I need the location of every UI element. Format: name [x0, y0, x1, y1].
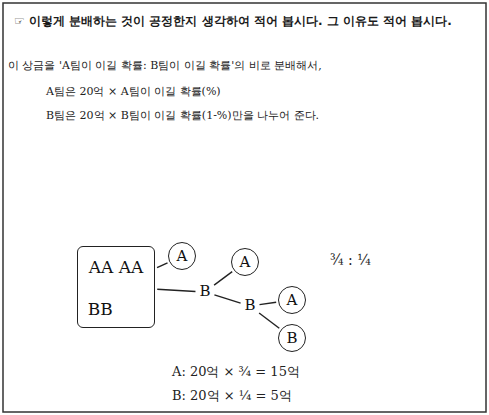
- handwritten-note: B팀은 20억 × B팀이 이길 확률(1-%)만을 나누어 준다.: [46, 108, 319, 123]
- tree-branch: [214, 272, 232, 286]
- node-text: A: [240, 253, 251, 271]
- group-box: AA AA BB: [77, 246, 156, 329]
- outcome-circle: A: [231, 248, 259, 276]
- handwritten-note: B: 20억 × ¼ = 5억: [172, 387, 292, 405]
- handwritten-note: ¾ : ¼: [330, 252, 371, 268]
- branch-point: B: [242, 296, 257, 316]
- outcome-circle: A: [278, 286, 306, 314]
- tree-branch: [214, 295, 240, 303]
- instruction-text: ☞ 이렇게 분배하는 것이 공정한지 생각하여 적어 봅시다. 그 이유도 적어…: [14, 12, 476, 31]
- tree-branch: [259, 313, 279, 328]
- node-text: A: [177, 247, 188, 265]
- outcome-circle: A: [168, 242, 196, 270]
- node-text: B: [242, 296, 257, 314]
- node-text: AA AA: [88, 257, 145, 277]
- tree-branch: [157, 263, 167, 268]
- handwritten-note: A팀은 20억 × A팀이 이길 확률(%): [46, 84, 221, 99]
- node-text: BB: [88, 299, 145, 319]
- handwritten-note: 이 상금을 'A팀이 이길 확률: B팀이 이길 확률'의 비로 분배해서,: [8, 58, 322, 73]
- tree-branch: [259, 302, 276, 304]
- outcome-circle: B: [278, 324, 306, 352]
- node-text: B: [197, 282, 212, 300]
- branch-point: B: [197, 282, 212, 302]
- node-text: B: [286, 329, 297, 347]
- tree-branch: [157, 289, 195, 291]
- node-text: A: [287, 291, 298, 309]
- handwritten-note: A: 20억 × ¾ = 15억: [172, 363, 300, 381]
- frame-border: [3, 3, 486, 412]
